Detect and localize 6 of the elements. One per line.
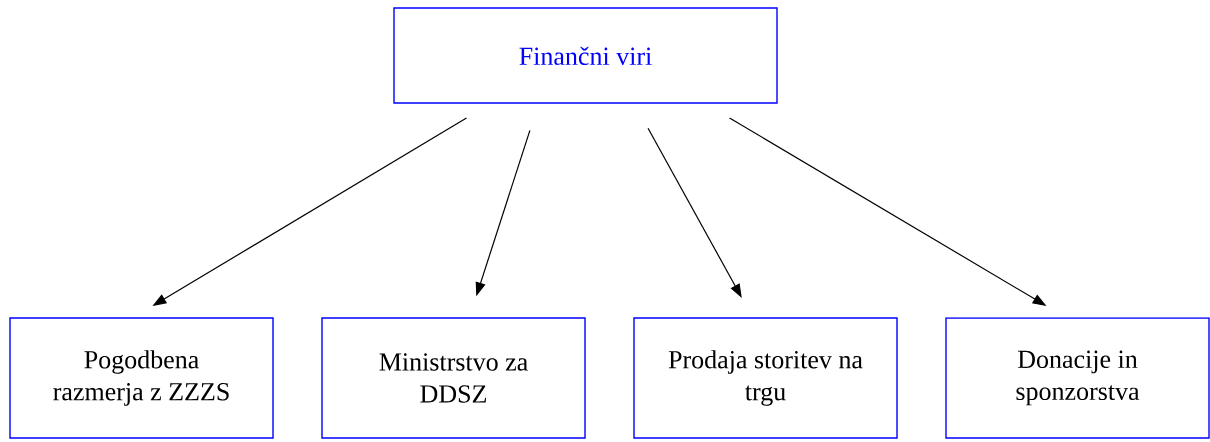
text-box: Pogodbena razmerja z ZZZS: [9, 317, 274, 439]
text-box: Ministrstvo za DDSZ: [321, 317, 586, 439]
text-box: Finančni viri: [393, 7, 778, 104]
arrow: [647, 127, 742, 298]
text-box: Prodaja storitev na trgu: [633, 317, 898, 439]
text-box: Donacije in sponzorstva: [945, 317, 1210, 439]
